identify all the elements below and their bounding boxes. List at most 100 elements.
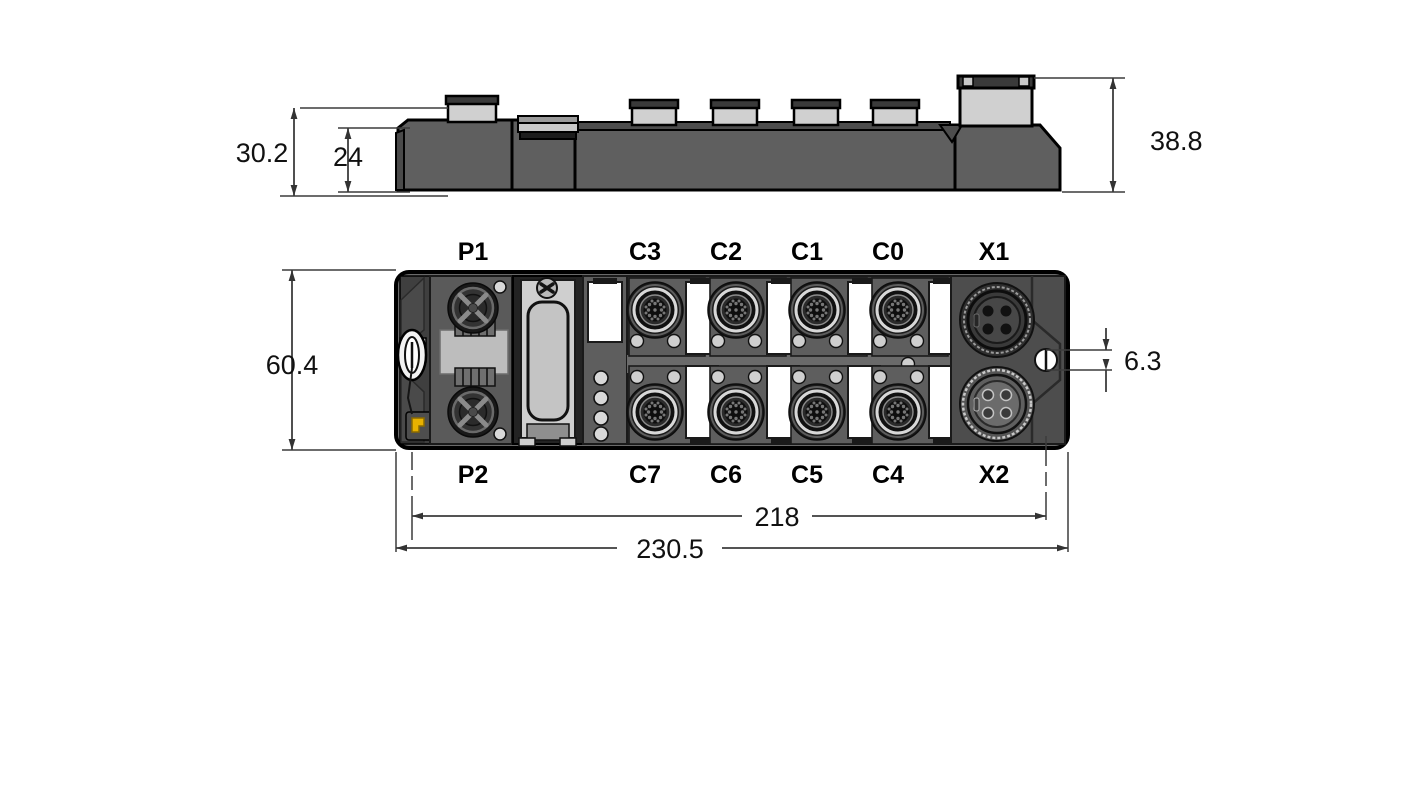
ground-wire: [406, 367, 413, 415]
port-c7-group: [625, 365, 719, 445]
port-c3-connector[interactable]: [625, 280, 685, 340]
port-p1-connector[interactable]: [448, 283, 498, 333]
top-connector-c0: [869, 98, 921, 127]
led-eth-lower: [493, 427, 507, 441]
front-service-section: [512, 275, 584, 447]
led-c2-a: [710, 333, 726, 349]
port-x2-connector[interactable]: [959, 366, 1035, 442]
top-connector-p1: [444, 94, 500, 124]
dimension-24-label: 24: [333, 142, 363, 172]
dimension-30-2-label: 30.2: [236, 138, 289, 168]
front-left-section: [396, 275, 433, 445]
port-label-c3: C3: [629, 238, 661, 266]
label-clip-c6: [771, 438, 795, 444]
front-io-section: [582, 275, 962, 445]
port-c6-connector[interactable]: [706, 382, 766, 442]
top-connector-c3: [628, 98, 680, 127]
top-view-left-block: [396, 118, 514, 192]
service-tab-right: [559, 437, 577, 447]
port-label-c0: C0: [872, 238, 904, 266]
dimension-38-8-label: 38.8: [1150, 126, 1203, 156]
port-label-x1: X1: [979, 238, 1010, 266]
top-connector-c2: [709, 98, 761, 127]
port-label-c6: C6: [710, 461, 742, 489]
port-c0-connector[interactable]: [868, 280, 928, 340]
label-clip-c4: [933, 438, 957, 444]
service-latch: [526, 423, 570, 441]
dimension-60-4-label: 60.4: [266, 350, 319, 380]
label-clip-c5: [852, 438, 876, 444]
port-c0-group: [868, 277, 962, 357]
led-c5-b: [828, 369, 844, 385]
port-x1-connector[interactable]: [959, 282, 1035, 358]
led-c3-a: [629, 333, 645, 349]
led-c0-b: [909, 333, 925, 349]
label-clip-c2: [771, 278, 795, 284]
led-c4-a: [872, 369, 888, 385]
port-c7-connector[interactable]: [625, 382, 685, 442]
led-c6-b: [747, 369, 763, 385]
top-view-housing: [395, 118, 1062, 192]
front-view-port-labels-bottom: P2 C7 C6 C5 C4 X2: [458, 461, 1010, 489]
port-label-p1: P1: [458, 238, 489, 266]
top-connector-x1: [956, 74, 1036, 128]
port-label-c1: C1: [791, 238, 823, 266]
dimension-230-5-label: 230.5: [636, 534, 704, 564]
front-ethernet-section: [429, 275, 513, 445]
port-c4-group: [868, 365, 962, 445]
port-c6-group: [706, 365, 800, 445]
port-c2-group: [706, 277, 800, 357]
dimension-38-8: 38.8: [1034, 77, 1203, 193]
led-c1-b: [828, 333, 844, 349]
led-c2-b: [747, 333, 763, 349]
service-screw-cross-icon: [539, 282, 555, 294]
top-view-bevel-notch: [938, 124, 964, 144]
top-view-connectors: [444, 74, 1036, 140]
port-p2-connector[interactable]: [448, 387, 498, 437]
port-c3-group: [625, 277, 719, 357]
led-c7-a: [629, 369, 645, 385]
led-eth-upper: [493, 280, 507, 294]
top-view-left-rim: [395, 128, 405, 191]
front-power-section: [950, 275, 1066, 445]
status-label-clip: [593, 278, 617, 284]
ground-terminal-clip: [411, 417, 425, 433]
port-label-c2: C2: [710, 238, 742, 266]
port-c4-connector[interactable]: [868, 382, 928, 442]
service-tab-left: [518, 437, 536, 447]
port-label-c7: C7: [629, 461, 661, 489]
dimension-6-3: 6.3: [1046, 328, 1162, 392]
port-c2-connector[interactable]: [706, 280, 766, 340]
label-clip-c1: [852, 278, 876, 284]
port-c5-group: [787, 365, 881, 445]
status-leds: [593, 370, 609, 442]
port-label-c5: C5: [791, 461, 823, 489]
port-label-x2: X2: [979, 461, 1010, 489]
port-c1-connector[interactable]: [787, 280, 847, 340]
led-c7-b: [666, 369, 682, 385]
dimension-30-2: 30.2: [236, 107, 448, 197]
label-clip-c3: [690, 278, 714, 284]
port-c1-group: [787, 277, 881, 357]
label-clip-c0: [933, 278, 957, 284]
led-c1-a: [791, 333, 807, 349]
top-connector-service: [517, 115, 579, 140]
port-c5-connector[interactable]: [787, 382, 847, 442]
led-c0-a: [872, 333, 888, 349]
led-c4-b: [909, 369, 925, 385]
io-row-upper: [625, 277, 962, 372]
dimension-60-4: 60.4: [266, 269, 396, 451]
p2-heatsink: [454, 367, 496, 387]
dimension-218: 218: [412, 502, 1046, 532]
port-label-p2: P2: [458, 461, 489, 489]
service-window[interactable]: [526, 300, 570, 422]
io-row-lower: [625, 365, 962, 445]
p2-heatsink-fins: [462, 368, 488, 386]
led-c6-a: [710, 369, 726, 385]
top-view-io-block: [573, 123, 957, 192]
dimension-230-5: 230.5: [396, 534, 1068, 564]
dimension-6-3-label: 6.3: [1124, 346, 1162, 376]
label-clip-c7: [690, 438, 714, 444]
